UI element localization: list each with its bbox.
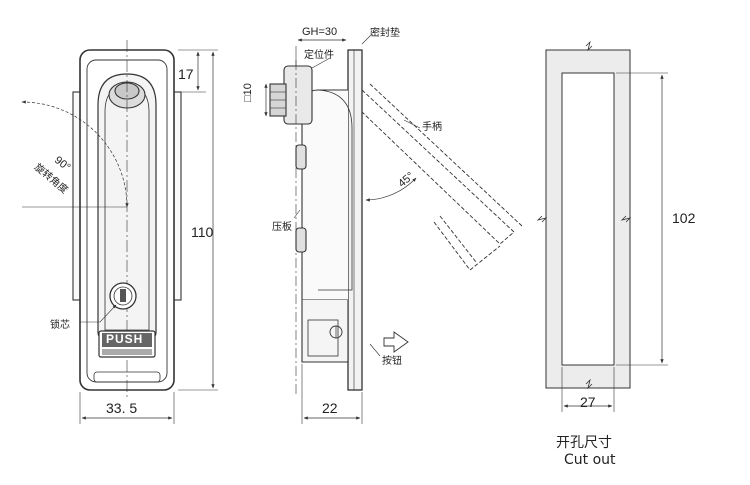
side-plate-label: 压板 [272, 222, 292, 233]
side-dim-width: 22 [322, 400, 338, 416]
side-positioner-label: 定位件 [304, 50, 334, 61]
side-dim-gh: GH=30 [302, 26, 338, 38]
side-rotation-arc [365, 177, 417, 202]
front-dim-height: 110 [191, 224, 214, 240]
side-dim-square: □10 [242, 83, 254, 102]
front-dim-top: 17 [178, 66, 194, 82]
cutout-view [536, 40, 668, 412]
cutout-hole [561, 72, 615, 366]
cutout-dim-width: 27 [580, 394, 596, 410]
front-dim-width: 33. 5 [106, 400, 138, 416]
push-direction-arrow [383, 331, 409, 353]
side-flange [347, 49, 363, 391]
cutout-dim-height: 102 [672, 210, 696, 226]
side-view [264, 33, 523, 424]
cutout-title-en: Cut out [564, 452, 616, 468]
front-view [21, 40, 218, 424]
cutout-title-cn: 开孔尺寸 [556, 435, 612, 451]
side-base [301, 300, 349, 363]
side-handle-rotated [361, 83, 523, 271]
front-rotation-arc [21, 100, 129, 208]
side-positioner [283, 65, 313, 125]
side-handle-label: 手柄 [422, 122, 442, 133]
side-button-label: 按钮 [382, 356, 402, 367]
front-push-text: PUSH [106, 332, 144, 346]
side-seal-label: 密封垫 [370, 28, 400, 39]
front-lock-core-label: 锁芯 [50, 320, 70, 331]
